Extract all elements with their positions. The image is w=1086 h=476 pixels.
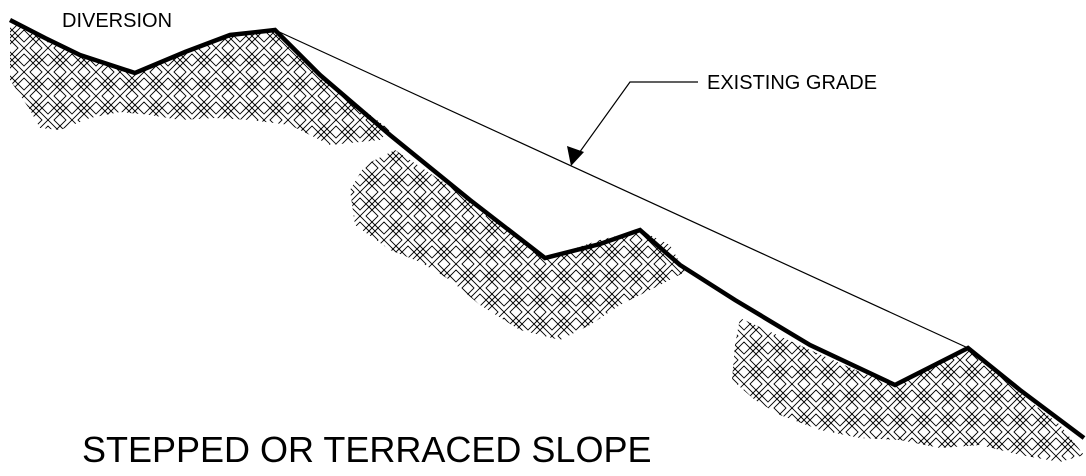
existing-grade-line: [274, 29, 969, 349]
terraced-slope-profile: [8, 17, 1086, 440]
existing-grade-leader: [573, 81, 698, 161]
diversion-label: DIVERSION: [62, 10, 172, 32]
soil-hatch-upper: [10, 20, 390, 145]
leader-arrowhead: [567, 146, 584, 166]
soil-hatch-middle-1: [350, 150, 685, 340]
existing-grade-label: EXISTING GRADE: [707, 72, 877, 94]
diagram-title: STEPPED OR TERRACED SLOPE: [82, 429, 651, 470]
soil-hatch-middle-2: [732, 318, 1084, 462]
